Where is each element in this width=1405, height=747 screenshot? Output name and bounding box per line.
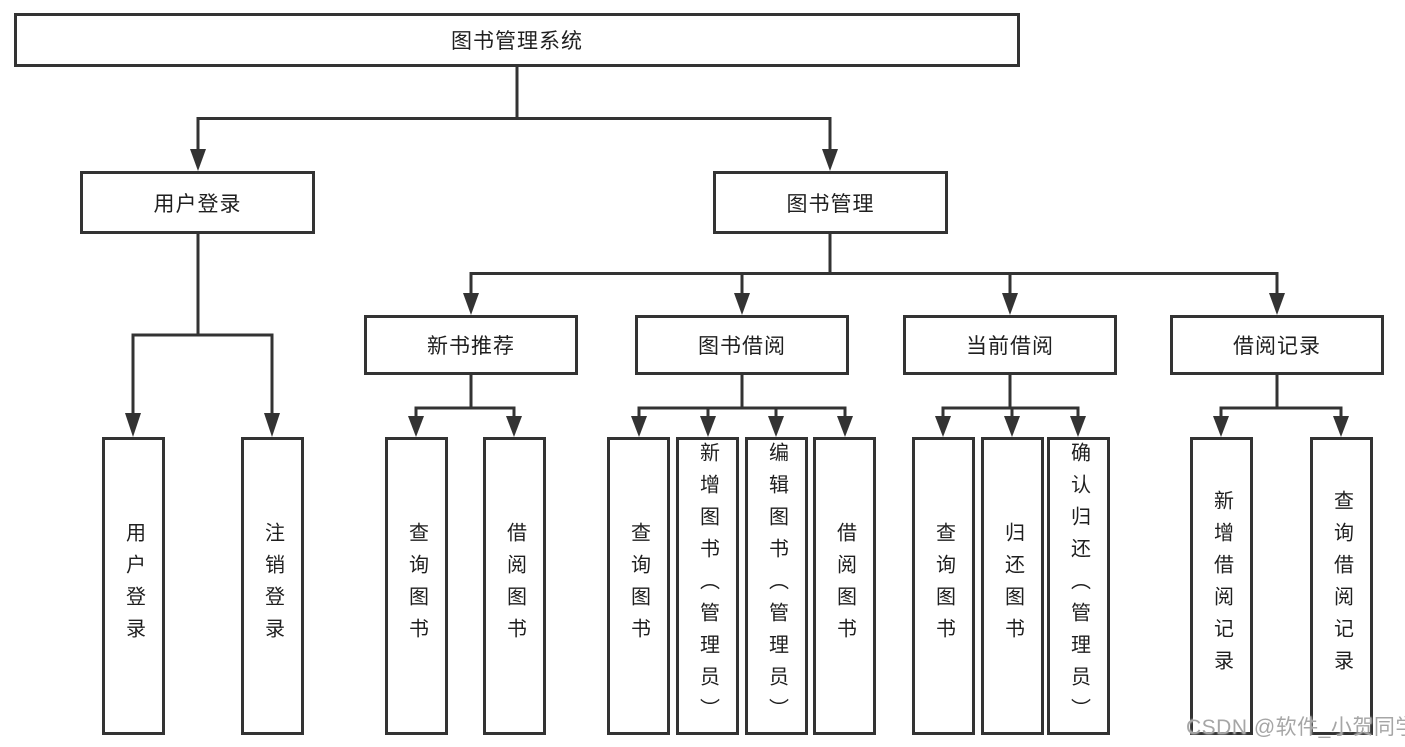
node-leaf-confirm-return-admin: 确认归还（管理员） — [1047, 437, 1110, 735]
node-leaf-borrow-book-label: 借阅图书 — [833, 522, 856, 650]
node-leaf-edit-book-admin: 编辑图书（管理员） — [745, 437, 808, 735]
node-leaf-add-borrow-record-label: 新增借阅记录 — [1210, 490, 1233, 682]
node-current-borrow-label: 当前借阅 — [966, 335, 1054, 358]
node-leaf-edit-book-admin-label: 编辑图书（管理员） — [765, 442, 788, 730]
node-leaf-add-book-admin-label: 新增图书（管理员） — [696, 442, 719, 730]
node-leaf-user-login: 用户登录 — [102, 437, 165, 735]
node-book-management-label: 图书管理 — [786, 192, 875, 216]
node-leaf-current-query-book-label: 查询图书 — [932, 522, 955, 650]
node-book-borrow: 图书借阅 — [635, 315, 849, 375]
node-leaf-borrow-query-book-label: 查询图书 — [627, 522, 650, 650]
csdn-watermark: CSDN @软件_小贺同学 — [1186, 716, 1405, 739]
node-user-login: 用户登录 — [80, 171, 315, 234]
node-leaf-return-book: 归还图书 — [981, 437, 1044, 735]
node-leaf-logout-label: 注销登录 — [261, 522, 284, 650]
node-root: 图书管理系统 — [14, 13, 1020, 67]
node-borrow-records-label: 借阅记录 — [1233, 335, 1321, 358]
node-leaf-borrow-query-book: 查询图书 — [607, 437, 670, 735]
node-leaf-query-borrow-record-label: 查询借阅记录 — [1330, 490, 1353, 682]
node-leaf-recommend-query-book-label: 查询图书 — [405, 522, 428, 650]
node-leaf-add-book-admin: 新增图书（管理员） — [676, 437, 739, 735]
node-leaf-recommend-borrow-book-label: 借阅图书 — [503, 522, 526, 650]
node-leaf-recommend-query-book: 查询图书 — [385, 437, 448, 735]
node-current-borrow: 当前借阅 — [903, 315, 1117, 375]
node-book-management: 图书管理 — [713, 171, 948, 234]
node-leaf-confirm-return-admin-label: 确认归还（管理员） — [1067, 442, 1090, 730]
node-book-borrow-label: 图书借阅 — [698, 335, 786, 358]
node-leaf-recommend-borrow-book: 借阅图书 — [483, 437, 546, 735]
node-leaf-logout: 注销登录 — [241, 437, 304, 735]
node-leaf-user-login-label: 用户登录 — [122, 522, 145, 650]
node-leaf-query-borrow-record: 查询借阅记录 — [1310, 437, 1373, 735]
node-new-book-recommend: 新书推荐 — [364, 315, 578, 375]
node-leaf-current-query-book: 查询图书 — [912, 437, 975, 735]
node-new-book-recommend-label: 新书推荐 — [427, 335, 515, 358]
node-leaf-return-book-label: 归还图书 — [1001, 522, 1024, 650]
node-leaf-add-borrow-record: 新增借阅记录 — [1190, 437, 1253, 735]
node-leaf-borrow-book: 借阅图书 — [813, 437, 876, 735]
node-borrow-records: 借阅记录 — [1170, 315, 1384, 375]
node-user-login-label: 用户登录 — [153, 192, 242, 216]
node-root-label: 图书管理系统 — [451, 30, 583, 53]
